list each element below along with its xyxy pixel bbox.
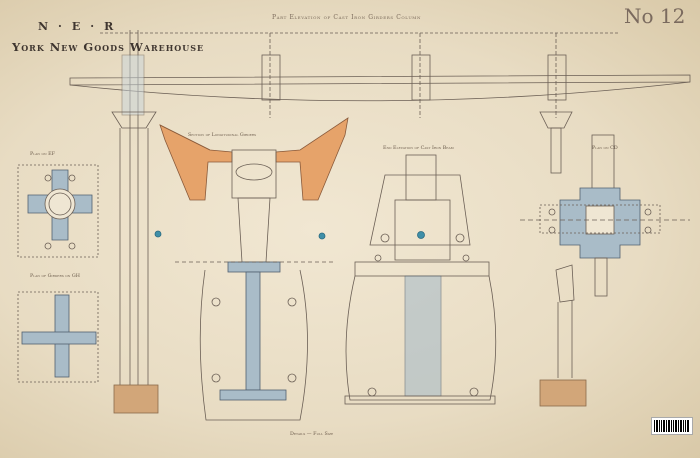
project-title: York New Goods Warehouse bbox=[12, 40, 205, 54]
left-column bbox=[113, 128, 159, 414]
end-elevation bbox=[344, 154, 497, 405]
label-plan-ef: Plan on EF bbox=[30, 152, 55, 157]
label-end-elevation: End Elevation of Cast Iron Beam bbox=[383, 146, 454, 151]
section-longitudinal bbox=[154, 117, 349, 421]
label-scale: Details — Full Size bbox=[290, 432, 334, 437]
plan-cd bbox=[520, 134, 690, 297]
railway-company-title: N·E·R bbox=[38, 20, 124, 33]
right-column bbox=[539, 264, 587, 407]
plan-girders bbox=[17, 291, 99, 383]
label-plan-girders: Plan of Girders on GH bbox=[30, 274, 80, 279]
drawing-title: Part Elevation of Cast Iron Girders Colu… bbox=[272, 14, 422, 21]
barcode-label bbox=[651, 417, 693, 435]
plan-ef bbox=[17, 164, 99, 258]
label-plan-cd: Plan on CD bbox=[592, 146, 618, 151]
sheet-number: No 12 bbox=[624, 4, 686, 28]
beam-elevation bbox=[69, 30, 691, 390]
label-section: Section of Longitudinal Girders bbox=[188, 133, 257, 138]
